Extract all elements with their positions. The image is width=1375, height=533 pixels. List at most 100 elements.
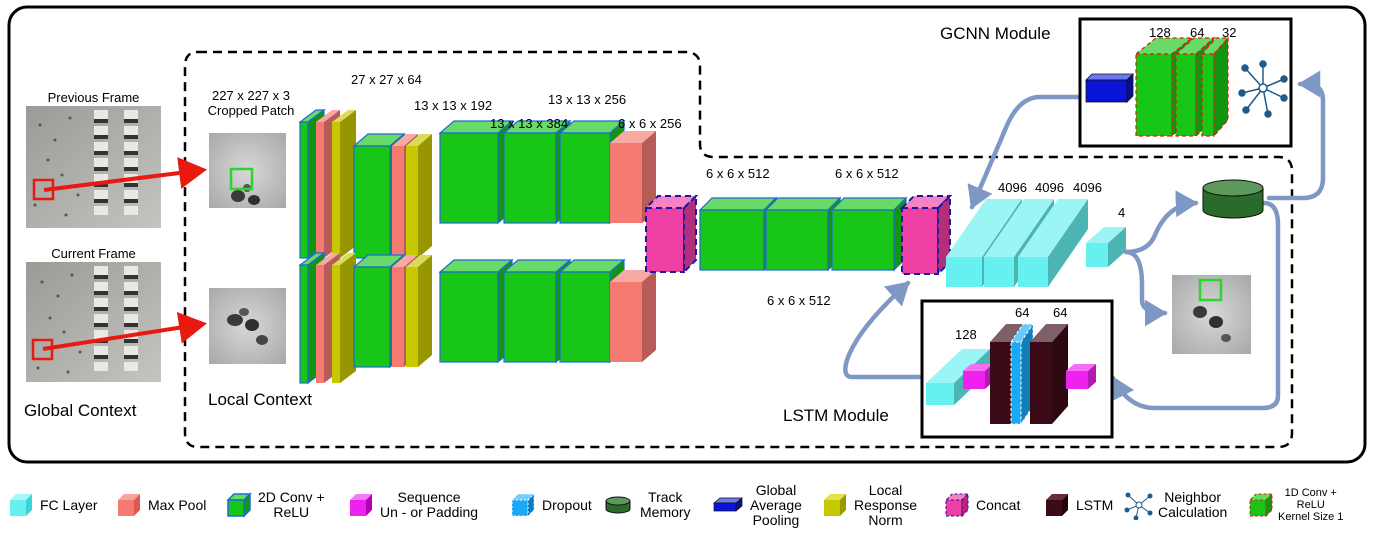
dim-27x27x64: 27 x 27 x 64	[351, 72, 422, 87]
lrn1-bottom	[332, 253, 356, 383]
conv2d-icon	[226, 492, 252, 518]
fc-4	[1086, 227, 1126, 267]
dim-fc3: 4096	[1073, 180, 1102, 195]
track-memory-icon	[605, 496, 631, 514]
dim-fc2: 4096	[1035, 180, 1064, 195]
conv3-bottom	[438, 258, 514, 364]
lrn2-top	[406, 134, 432, 258]
lstm-layer-b	[1030, 324, 1068, 424]
dim-13x13x192: 13 x 13 x 192	[414, 98, 493, 113]
fusion-conv-2	[764, 196, 842, 272]
lstm-seq-pad-left	[963, 364, 993, 389]
legend-neighbor-line1: Neighbor	[1164, 489, 1222, 505]
dim-patch-size: 227 x 227 x 3	[211, 88, 291, 103]
dim-patch: 227 x 227 x 3 Cropped Patch	[196, 88, 306, 118]
network-dashed-region	[183, 50, 1294, 449]
legend-lrn-line3: Norm	[868, 511, 903, 528]
lstm-module-title: LSTM Module	[783, 406, 889, 425]
legend-neighbor-line2: Calculation	[1158, 504, 1228, 520]
fc-layer-icon	[10, 494, 32, 516]
cropped-patch-output	[1172, 275, 1251, 354]
lstm-icon	[1046, 494, 1068, 516]
dropout-icon	[510, 492, 536, 518]
arrow-fc-to-patch	[1123, 249, 1168, 327]
legend-sequence-line2: Un - or Padding	[380, 504, 479, 520]
legend-gap-line2: Average	[750, 496, 802, 513]
neighbor-graph-icon	[1238, 60, 1288, 118]
gcnn-conv1d-layers	[1134, 36, 1230, 138]
arrow-gcnn-to-concat	[967, 94, 1086, 210]
pool5-top	[610, 131, 656, 223]
concat-1	[643, 193, 699, 275]
neighbor-calculation-icon	[1124, 492, 1153, 520]
outer-frame	[7, 5, 1367, 464]
legend-conv2d-line1: 2D Conv +	[258, 489, 325, 505]
cropped-patch-previous	[209, 133, 286, 208]
local-response-norm-icon	[824, 494, 846, 516]
local-context-label: Local Context	[208, 390, 312, 409]
cropped-patch-current	[209, 288, 286, 364]
current-frame-image	[26, 262, 161, 382]
concat-2	[899, 193, 953, 277]
lrn1-top	[332, 110, 356, 258]
dim-6x6x256: 6 x 6 x 256	[618, 116, 682, 131]
legend-conv2d: 2D Conv +ReLU	[226, 478, 325, 532]
red-arrow-current	[42, 311, 207, 351]
dim-fc4: 4	[1118, 205, 1126, 220]
lrn2-bottom	[406, 255, 432, 367]
legend-conv1d-line3: Kernel Size 1	[1278, 511, 1344, 523]
legend-lstm-label: LSTM	[1076, 496, 1114, 513]
track-memory-cylinder	[1202, 179, 1264, 219]
previous-frame-image	[26, 106, 161, 228]
pool5-bottom	[610, 270, 656, 362]
sequence-padding-icon	[350, 494, 372, 516]
dim-gcnn-128: 128	[1149, 25, 1171, 40]
legend-maxpool: Max Pool	[116, 478, 206, 532]
layer-stack	[298, 108, 1126, 385]
previous-frame-label: Previous Frame	[47, 90, 140, 105]
legend-lrn-line1: Local	[868, 481, 903, 498]
dim-6x6x512-c: 6 x 6 x 512	[767, 293, 831, 308]
dim-13x13x256: 13 x 13 x 256	[548, 92, 627, 107]
architecture-diagram	[7, 5, 1367, 464]
legend-concat: Concat	[944, 478, 1020, 532]
red-arrow-previous	[43, 157, 207, 192]
legend-fc: FC Layer	[8, 478, 98, 532]
global-context-label: Global Context	[24, 401, 137, 420]
legend-maxpool-label: Max Pool	[148, 496, 207, 513]
legend-fc-label: FC Layer	[40, 496, 98, 513]
conv3-top	[438, 119, 514, 225]
legend-gap-line3: Pooling	[752, 511, 800, 528]
arrow-to-gcnn	[1266, 70, 1326, 201]
legend-gap-line1: Global	[755, 481, 797, 498]
dim-lstm-128: 128	[955, 327, 977, 342]
arrow-memory-to-lstm	[1109, 200, 1281, 411]
legend: FC Layer Max Pool 2D Conv +ReLU Sequence…	[0, 478, 1375, 532]
legend-dropout-label: Dropout	[542, 496, 592, 513]
dim-6x6x512-b: 6 x 6 x 512	[835, 166, 899, 181]
legend-lrn-line2: Response	[854, 496, 918, 513]
lstm-module-layers	[926, 322, 1096, 426]
dim-lstm-64b: 64	[1053, 305, 1068, 320]
fusion-conv-3	[830, 196, 908, 272]
legend-track-line1: Track	[648, 489, 683, 505]
dim-gcnn-32: 32	[1222, 25, 1237, 40]
legend-conv1d-line2: ReLU	[1296, 499, 1325, 511]
legend-conv2d-label: 2D Conv +ReLU	[258, 490, 325, 520]
dim-lstm-64a: 64	[1015, 305, 1030, 320]
global-average-pooling-icon	[713, 497, 743, 512]
legend-concat-label: Concat	[976, 496, 1021, 513]
legend-track-line2: Memory	[640, 504, 691, 520]
lstm-dropout	[1010, 322, 1034, 426]
arrow-lstm-to-concat	[843, 280, 922, 380]
arrow-fc-to-memory	[1123, 190, 1199, 255]
dim-13x13x384: 13 x 13 x 384	[490, 116, 569, 131]
